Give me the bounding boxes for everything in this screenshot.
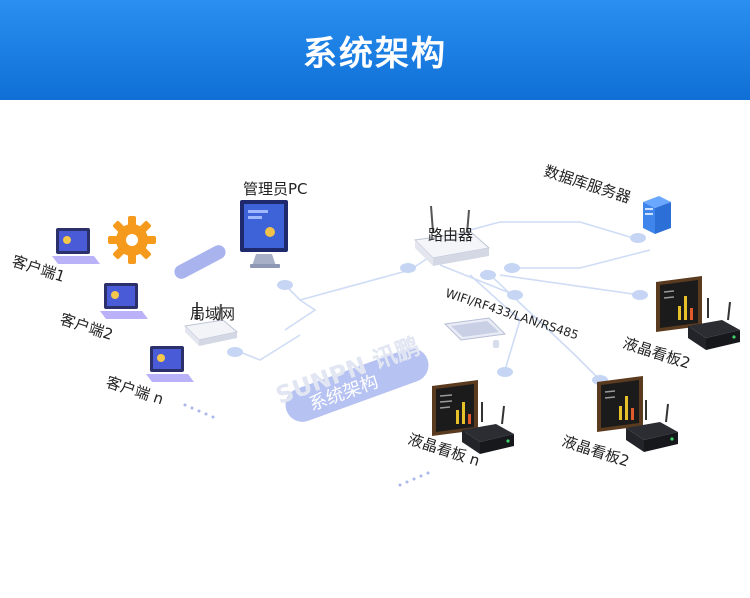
laptop-icon-n	[146, 346, 194, 382]
lcd-box-icon-n	[462, 402, 514, 454]
lcd-box-icon-2b	[626, 400, 678, 452]
dotted-trail	[183, 403, 430, 487]
header-bar: 系统架构	[0, 0, 750, 100]
center-badge-shape	[285, 348, 429, 422]
architecture-diagram: 客户端1 客户端2 客户端 n 管理员PC 局域网 路由器 数据库服务器 WIF…	[0, 100, 750, 598]
lcd-board-icon-2b	[597, 376, 643, 432]
terminal-keyboard-icon	[443, 317, 507, 348]
lcd-board-icon-2a	[656, 276, 702, 332]
database-server-icon	[643, 196, 671, 234]
admin-monitor-icon	[240, 200, 288, 268]
lan-router-icon	[183, 302, 239, 346]
gear-icon	[108, 216, 156, 264]
laptop-icon-1	[52, 228, 100, 264]
lcd-box-icon-2a	[688, 298, 740, 350]
label-router: 路由器	[428, 226, 474, 244]
connection-nodes	[227, 233, 648, 385]
page-title: 系统架构	[303, 33, 447, 74]
label-admin-pc: 管理员PC	[243, 180, 308, 198]
laptop-icon-2	[100, 283, 148, 319]
decor-pill	[174, 245, 226, 279]
label-lan: 局域网	[190, 305, 236, 323]
lcd-board-icon-n	[432, 380, 478, 436]
router-icon	[413, 205, 491, 266]
